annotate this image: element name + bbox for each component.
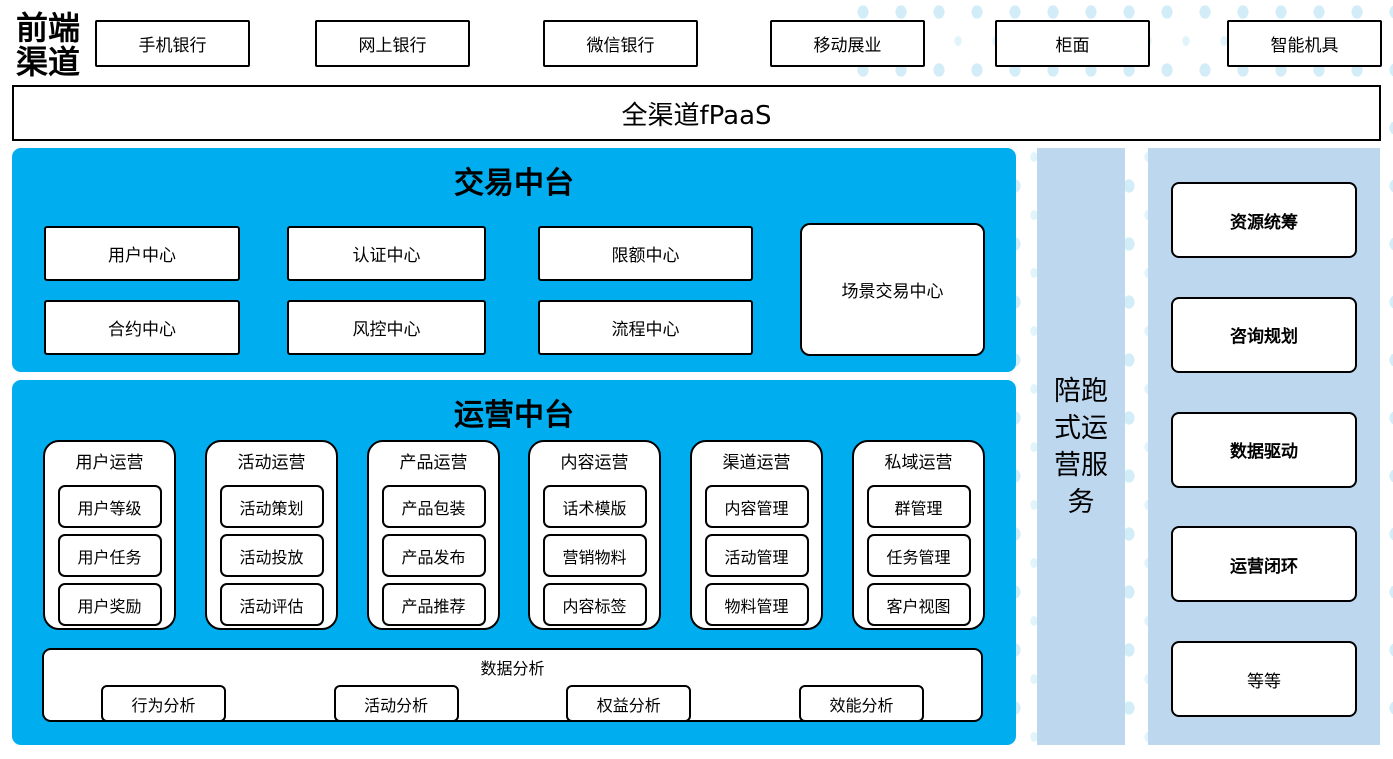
user-center-box: 用户中心: [44, 226, 240, 281]
opitem: 活动策划: [219, 485, 324, 528]
opcol-user-operation: 用户运营 用户等级 用户任务 用户奖励: [43, 440, 176, 630]
process-center-box: 流程中心: [538, 300, 753, 355]
opitem: 活动管理: [704, 534, 809, 577]
activity-analysis-box: 活动分析: [333, 685, 459, 722]
auth-center-box: 认证中心: [287, 226, 486, 281]
opitem: 客户视图: [866, 583, 971, 626]
channel-box-smart-devices: 智能机具: [1227, 20, 1382, 67]
etc-box: 等等: [1171, 641, 1357, 717]
opitem: 用户奖励: [57, 583, 162, 626]
opcol-channel-operation: 渠道运营 内容管理 活动管理 物料管理: [690, 440, 823, 630]
contract-center-box: 合约中心: [44, 300, 240, 355]
channel-box-wechat-banking: 微信银行: [543, 20, 698, 67]
opcol-product-operation: 产品运营 产品包装 产品发布 产品推荐: [367, 440, 500, 630]
opitem: 活动投放: [219, 534, 324, 577]
behavior-analysis-box: 行为分析: [101, 685, 226, 722]
opcol-title: 私域运营: [884, 453, 953, 473]
resource-coordination-box: 资源统筹: [1171, 182, 1357, 258]
operation-platform-section: 运营中台 用户运营 用户等级 用户任务 用户奖励 活动运营 活动策划 活动投放 …: [12, 380, 1016, 745]
opitem: 产品包装: [381, 485, 486, 528]
opitem: 用户任务: [57, 534, 162, 577]
opcol-title: 活动运营: [237, 453, 306, 473]
rights-analysis-box: 权益分析: [566, 685, 692, 722]
opcol-title: 渠道运营: [722, 453, 791, 473]
opitem: 用户等级: [57, 485, 162, 528]
operation-platform-title: 运营中台: [454, 398, 574, 433]
risk-center-box: 风控中心: [287, 300, 486, 355]
opcol-title: 内容运营: [560, 453, 629, 473]
operation-closed-loop-box: 运营闭环: [1171, 526, 1357, 603]
companion-operation-service-label: 陪跑式运营服务: [1054, 375, 1108, 518]
opitem: 物料管理: [704, 583, 809, 626]
opitem: 任务管理: [866, 534, 971, 577]
opitem: 活动评估: [219, 583, 324, 626]
trade-platform-title: 交易中台: [454, 166, 574, 201]
efficiency-analysis-box: 效能分析: [798, 685, 924, 722]
opcol-title: 用户运营: [75, 453, 144, 473]
data-analysis-panel: 数据分析 行为分析 活动分析 权益分析 效能分析: [42, 648, 983, 722]
data-analysis-row: 行为分析 活动分析 权益分析 效能分析: [44, 685, 981, 722]
fpaas-bar: 全渠道fPaaS: [12, 85, 1381, 141]
scene-trade-center-box: 场景交易中心: [800, 223, 985, 356]
companion-operation-service-bar: 陪跑式运营服务: [1037, 148, 1125, 745]
limit-center-box: 限额中心: [538, 226, 753, 281]
opcol-private-domain-operation: 私域运营 群管理 任务管理 客户视图: [852, 440, 985, 630]
opitem: 内容管理: [704, 485, 809, 528]
opcol-activity-operation: 活动运营 活动策划 活动投放 活动评估: [205, 440, 338, 630]
channel-box-mobile-banking: 手机银行: [95, 20, 250, 67]
opitem: 群管理: [866, 485, 971, 528]
data-analysis-title: 数据分析: [480, 659, 545, 678]
opitem: 产品发布: [381, 534, 486, 577]
opcol-content-operation: 内容运营 话术模版 营销物料 内容标签: [528, 440, 661, 630]
opitem: 内容标签: [542, 583, 647, 626]
opitem: 产品推荐: [381, 583, 486, 626]
trade-platform-section: 交易中台 用户中心 认证中心 限额中心 合约中心 风控中心 流程中心 场景交易中…: [12, 148, 1016, 372]
channel-box-counter: 柜面: [995, 20, 1150, 67]
front-channel-label: 前端渠道: [15, 9, 80, 81]
opitem: 话术模版: [542, 485, 647, 528]
service-items-column: 资源统筹 咨询规划 数据驱动 运营闭环 等等: [1148, 148, 1380, 745]
data-driven-box: 数据驱动: [1171, 411, 1357, 488]
opitem: 营销物料: [542, 534, 647, 577]
opcol-title: 产品运营: [399, 453, 468, 473]
channel-box-mobile-business: 移动展业: [770, 20, 925, 67]
consulting-planning-box: 咨询规划: [1171, 296, 1357, 373]
channel-box-online-banking: 网上银行: [315, 20, 470, 67]
